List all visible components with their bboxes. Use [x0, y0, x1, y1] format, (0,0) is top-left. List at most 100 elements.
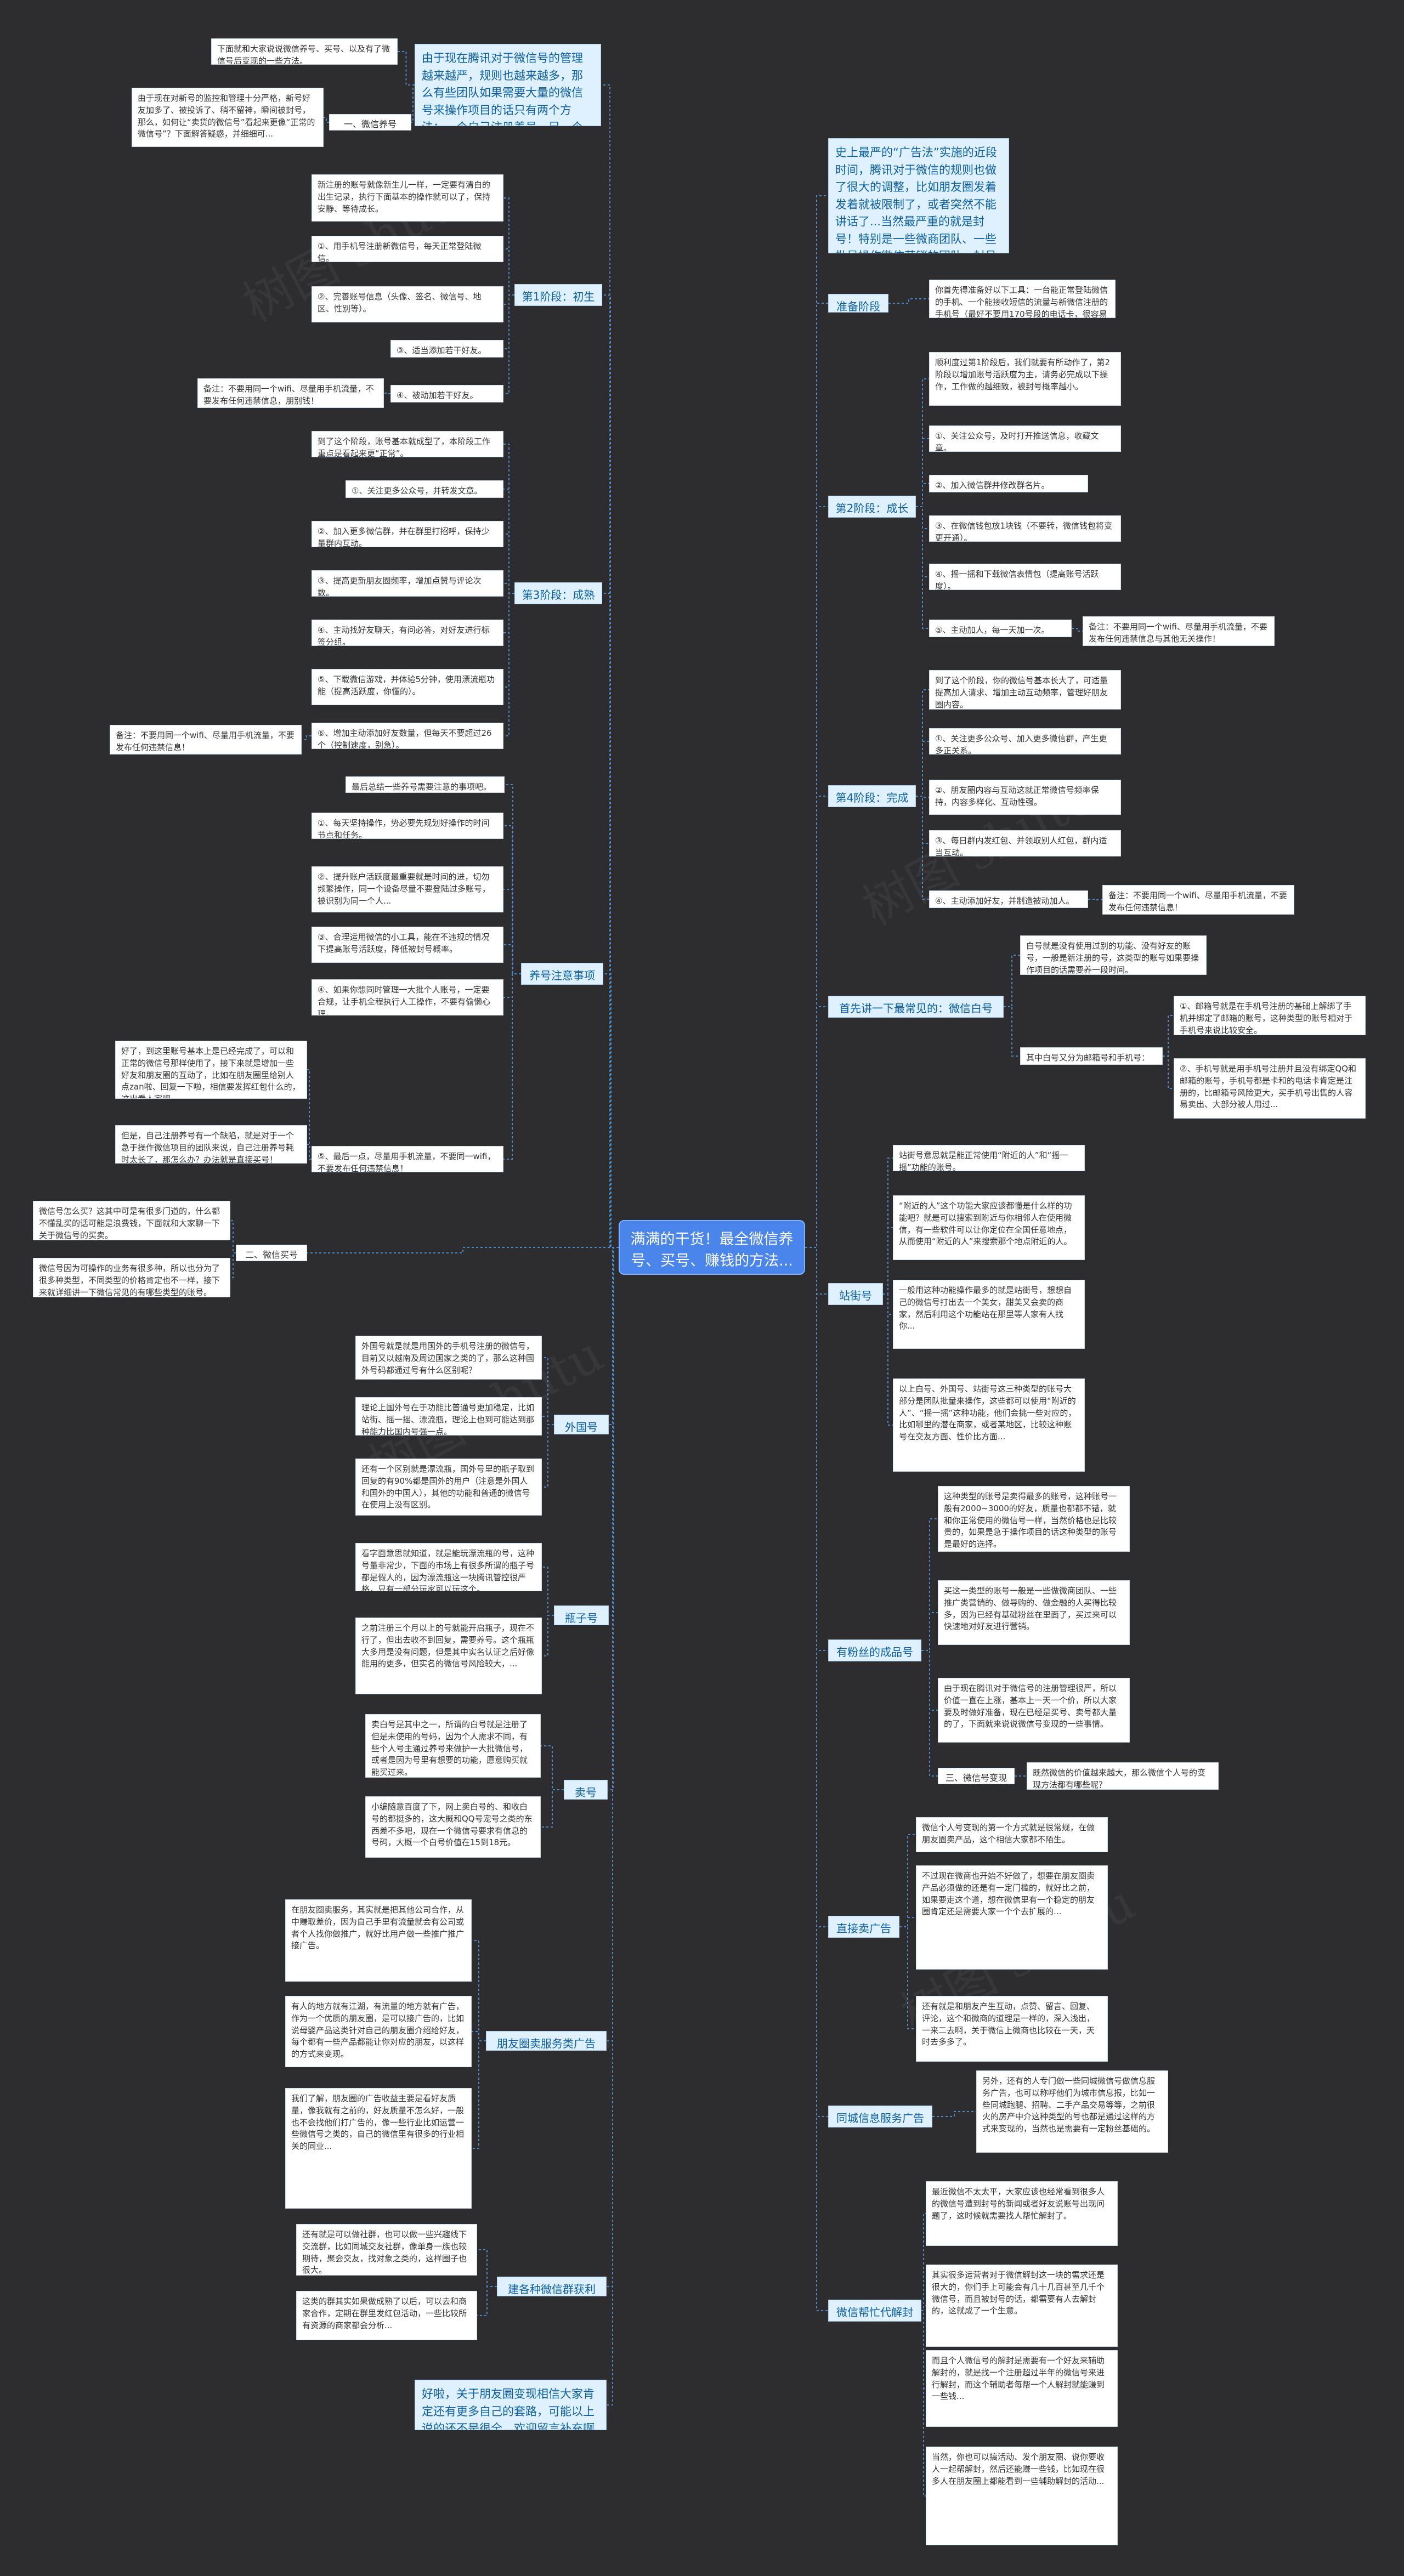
node-groups[interactable]: 建各种微信群获利 [497, 2277, 607, 2296]
node-sl-b[interactable]: 小编随意百度了下，网上卖白号的、和收白号的都挺多的，这大概和QQ号宠号之类的东西… [365, 1796, 541, 1858]
node-s2-e[interactable]: ④、摇一摇和下载微信表情包（提高账号活跃度）。 [929, 564, 1121, 590]
node-s2-note[interactable]: 备注：不要用同一个wifi、尽量用手机流量，不要发布任何违禁信息与其他无关操作！ [1083, 616, 1275, 646]
node-s3-note[interactable]: 备注：不要用同一个wifi、尽量用手机流量，不要发布任何违禁信息！ [110, 725, 302, 754]
node-foreign[interactable]: 外国号 [554, 1415, 609, 1434]
node-stage3[interactable]: 第3阶段：成熟 [514, 582, 602, 604]
node-s2-c[interactable]: ②、加入微信群并修改群名片。 [929, 475, 1088, 492]
node-st-b[interactable]: “附近的人”这个功能大家应该都懂是什么样的功能吧？就是可以搜索到附近与你相邻人在… [893, 1195, 1085, 1260]
node-b-a[interactable]: 看字面意思就知道，就是能玩漂流瓶的号，这种号量非常少，下面的市场上有很多所谓的瓶… [355, 1543, 542, 1591]
node-r-b[interactable]: ①、每天坚持操作，势必要先规划好操作的时间节点和任务。 [312, 813, 503, 839]
connector-s4-note [1088, 899, 1102, 900]
node-r-f[interactable]: ⑤、最后一点，尽量用手机流量，不要同一wifi，不要发布任何违禁信息！ [312, 1146, 503, 1172]
node-s3-a[interactable]: 到了这个阶段，账号基本就成型了，本阶段工作重点是看起来更“正常”。 [312, 431, 503, 457]
node-h-d[interactable]: 当然，你也可以搞活动、发个朋友圈、说你要收人一起帮解封，然后还能赚一些钱，比如现… [926, 2447, 1118, 2545]
node-moments[interactable]: 朋友圈卖服务类广告 [486, 2031, 607, 2051]
node-s4-note[interactable]: 备注：不要用同一个wifi、尽量用手机流量，不要发布任何违禁信息！ [1102, 885, 1294, 915]
node-m-c[interactable]: 我们了解，朋友圈的广告收益主要是看好友质量，像我就有之前的，好友质量不怎么好，一… [285, 2088, 472, 2209]
node-g-a[interactable]: 还有就是可以做社群，也可以做一些兴趣线下交流群，比如同城交友社群，像单身一族也较… [296, 2224, 477, 2276]
node-h-c[interactable]: 而且个人微信号的解封是需要有一个好友来辅助解封的，就是找一个注册超过半年的微信号… [926, 2350, 1118, 2427]
node-s3-e[interactable]: ④、主动找好友聊天，有问必答，对好友进行标签分组。 [312, 620, 503, 646]
node-r-d[interactable]: ③、合理运用微信的小工具，能在不违规的情况下提高账号活跃度，降低被封号概率。 [312, 927, 503, 963]
node-s2-d[interactable]: ③、在微信钱包放1块钱（不要转，微信钱包将变更开通）。 [929, 515, 1121, 542]
node-bottle[interactable]: 瓶子号 [554, 1605, 609, 1625]
node-fa-b[interactable]: 买这一类型的账号一般是一些做微商团队、一些推广类营销的、做导购的、做金融的人买得… [938, 1580, 1130, 1645]
node-raise[interactable]: 养号注意事项 [521, 963, 603, 985]
node-direct[interactable]: 直接卖广告 [828, 1916, 899, 1938]
connector-L-intro-note1 [398, 51, 415, 86]
node-s4-e[interactable]: ④、主动添加好友，并制造被动加人。 [929, 890, 1088, 908]
node-lo-a[interactable]: 另外，还有的人专门做一些同城微信号做信息服务广告，也可以称呼他们为城市信息报，比… [976, 2070, 1168, 2153]
node-s1-d[interactable]: ③、适当添加若干好友。 [390, 340, 503, 358]
node-s3-d[interactable]: ③、提高更新朋友圈频率，增加点赞与评论次数。 [312, 570, 503, 597]
node-r-e[interactable]: ④、如果你想同时管理一大批个人账号，一定要合规，让手机全程执行人工操作，不要有偷… [312, 979, 503, 1015]
node-fi-b[interactable]: 其中白号又分为邮箱号和手机号： [1020, 1047, 1163, 1065]
node-r-note1[interactable]: 好了，到这里账号基本上是已经完成了，可以和正常的微信号那样使用了，接下来就是增加… [115, 1041, 307, 1099]
node-s1-c[interactable]: ②、完善账号信息（头像、签名、微信号、地区、性别等）。 [312, 286, 503, 322]
node-s4-a[interactable]: 到了这个阶段，你的微信号基本长大了，可适量提高加人请求、增加主动互动频率，管理好… [929, 670, 1121, 710]
node-stage2[interactable]: 第2阶段：成长 [828, 496, 916, 518]
node-g-b[interactable]: 这类的群其实如果做成熟了以后，可以去和商家合作，定期在群里发红包活动，一些比较所… [296, 2291, 477, 2340]
node-fa-c[interactable]: 由于现在腾讯对于微信号的注册管理很严，所以价值一直在上涨，基本上一天一个价，所以… [938, 1678, 1130, 1743]
node-m-b[interactable]: 有人的地方就有江湖，有流量的地方就有广告，作为一个优质的朋友圈，是可以接广告的，… [285, 1996, 472, 2067]
node-L-intro[interactable]: 由于现在腾讯对于微信号的管理越来越严，规则也越来越多，那么有些团队如果需要大量的… [415, 44, 601, 126]
node-s3-f[interactable]: ⑤、下载微信游戏，并体验5分钟，使用漂流瓶功能（提高活跃度，你懂的）。 [312, 669, 503, 705]
node-local[interactable]: 同城信息服务广告 [828, 2106, 932, 2127]
node-s4-c[interactable]: ②、朋友圈内容与互动这就正常微信号频率保持，内容多样化、互动性强。 [929, 780, 1121, 815]
node-s2-b[interactable]: ①、关注公众号，及时打开推送信息，收藏文章。 [929, 425, 1121, 452]
node-first[interactable]: 首先讲一下最常见的：微信白号 [828, 996, 1004, 1018]
node-s1-a[interactable]: 新注册的账号就像新生儿一样，一定要有清白的出生记录，执行下面基本的操作就可以了，… [312, 174, 503, 222]
node-r-c[interactable]: ②、提升账户活跃度最重要就是时间的进，切勿频繁操作，同一个设备尽量不要登陆过多账… [312, 866, 503, 912]
node-fi-a[interactable]: 白号就是没有使用过别的功能、没有好友的账号，一般是新注册的号，这类型的账号如果要… [1020, 935, 1207, 975]
node-d-a[interactable]: 微信个人号变现的第一个方式就是很常规，在做朋友圈卖产品，这个相信大家都不陌生。 [916, 1817, 1108, 1852]
node-h-a[interactable]: 最近微信不太太平，大家应该也经常看到很多人的微信号遭到封号的新闻或者好友说账号出… [926, 2181, 1118, 2246]
node-st-c[interactable]: 一般用这种功能操作最多的就是站街号，想想自己的微信号打出去一个美女，甜美又会卖的… [893, 1280, 1085, 1349]
connector-buy-note1 [230, 1220, 236, 1253]
node-s4-b[interactable]: ①、关注更多公众号、加入更多微信群，产生更多正关系。 [929, 728, 1121, 754]
node-L-intro-note1[interactable]: 下面就和大家说说微信养号、买号、以及有了微信号后变现的一些方法。 [211, 38, 398, 65]
node-f-c[interactable]: 还有一个区别就是漂流瓶，国外号里的瓶子取到回复的有90%都是国外的用户（注意是外… [355, 1459, 542, 1516]
node-fi-b1[interactable]: ①、邮箱号就是在手机号注册的基础上解绑了手机并绑定了邮箱的账号，这种类型的账号相… [1174, 996, 1366, 1035]
node-stage1[interactable]: 第1阶段：初生 [514, 284, 602, 306]
node-s1-e[interactable]: ④、被动加若干好友。 [390, 385, 503, 402]
node-fa-d[interactable]: 三、微信号变现 [938, 1768, 1015, 1784]
node-s1-b[interactable]: ①、用手机号注册新微信号，每天正常登陆微信。 [312, 236, 503, 262]
node-st-a[interactable]: 站街号意思就是能正常使用“附近的人”和“摇一摇”功能的账号。 [893, 1145, 1085, 1171]
node-fi-b2[interactable]: ②、手机号就是用手机号注册并且没有绑定QQ和邮箱的账号，手机号都是卡和的电话卡肯… [1174, 1058, 1366, 1119]
node-prep[interactable]: 准备阶段 [828, 294, 888, 313]
node-sell[interactable]: 卖号 [564, 1780, 608, 1800]
node-h-b[interactable]: 其实很多运营者对于微信解封这一块的需求还是很大的，你们手上可能会有几十几百甚至几… [926, 2265, 1118, 2347]
node-f-b[interactable]: 理论上国外号在于功能比普通号更加稳定，比如站街、摇一摇、漂流瓶，理论上也到可能达… [355, 1397, 542, 1435]
node-fans[interactable]: 有粉丝的成品号 [828, 1639, 921, 1661]
node-prep-a[interactable]: 你首先得准备好以下工具：一台能正常登陆微信的手机、一个能接收短信的流量与新微信注… [929, 280, 1116, 318]
node-m-a[interactable]: 在朋友圈卖服务，其实就是把其他公司合作，从中赚取差价，因为自己手里有流量就会有公… [285, 1899, 472, 1982]
node-central[interactable]: 满满的干货！最全微信养号、买号、赚钱的方法... [619, 1220, 805, 1275]
node-s2-f[interactable]: ⑤、主动加人，每一天加一次。 [929, 620, 1072, 637]
connector-fi-a [1004, 955, 1020, 1007]
node-f-a[interactable]: 外国号就是就是用国外的手机号注册的微信号，目前又以越南及周边国家之类的了，那么这… [355, 1336, 542, 1380]
node-ending[interactable]: 好啦，关于朋友圈变现相信大家肯定还有更多自己的套路，可能以上说的还不是很全，欢迎… [415, 2380, 607, 2430]
node-station[interactable]: 站街号 [828, 1283, 883, 1305]
node-sl-a[interactable]: 卖白号是其中之一，所谓的白号就是注册了但是未使用的号码，因为个人需求不同，有些个… [365, 1714, 541, 1778]
node-helper[interactable]: 微信帮忙代解封 [828, 2300, 921, 2322]
node-st-d[interactable]: 以上白号、外国号、站街号这三种类型的账号大部分是团队批量来操作，这些都可以使用“… [893, 1378, 1085, 1472]
node-d-b[interactable]: 不过现在微商也开始不好做了，想要在朋友圈卖产品必须做的还是有一定门槛的，就好比之… [916, 1865, 1108, 1970]
node-buy-note2[interactable]: 微信号因为可操作的业务有很多种，所以也分为了很多种类型，不同类型的价格肯定也不一… [33, 1258, 230, 1297]
node-stage4[interactable]: 第4阶段：完成 [828, 785, 916, 807]
node-buy[interactable]: 二、微信买号 [236, 1245, 307, 1261]
node-L-intro-1[interactable]: 一、微信养号 [329, 114, 411, 130]
node-s3-c[interactable]: ②、加入更多微信群，并在群里打招呼，保持少量群内互动。 [312, 521, 503, 547]
node-s3-g[interactable]: ⑥、增加主动添加好友数量，但每天不要超过26个（控制速度，别急）。 [312, 723, 503, 749]
node-s3-b[interactable]: ①、关注更多公众号，并转发文章。 [346, 480, 503, 498]
node-s4-d[interactable]: ③、每日群内发红包、并领取别人红包，群内适当互动。 [929, 830, 1121, 856]
node-R-intro[interactable]: 史上最严的“广告法”实施的近段时间，腾讯对于微信的规则也做了很大的调整，比如朋友… [828, 138, 1009, 253]
node-s1-note[interactable]: 备注：不要用同一个wifi、尽量用手机流量，不要发布任何违禁信息，朋别钱！ [197, 378, 384, 408]
node-fa-a[interactable]: 这种类型的账号是卖得最多的账号，这种账号一般有2000~3000的好友，质量也都… [938, 1486, 1130, 1552]
node-s2-a[interactable]: 顺利度过第1阶段后，我们就要有所动作了，第2阶段以增加账号活跃度为主，请务必完成… [929, 352, 1121, 406]
node-r-a[interactable]: 最后总结一些养号需要注意的事项吧。 [346, 776, 505, 793]
node-d-c[interactable]: 还有就是和朋友产生互动，点赞、留言、回复、评论，这个和微商的道理是一样的，深入浅… [916, 1996, 1108, 2062]
node-b-b[interactable]: 之前注册三个月以上的号就能开启瓶子，现在不行了，但出去收不到回复，需要养号。这个… [355, 1618, 542, 1694]
node-fa-d-note[interactable]: 既然微信的价值越来越大，那么微信个人号的变现方法都有哪些呢？ [1027, 1762, 1219, 1790]
node-buy-note1[interactable]: 微信号怎么买？这其中可是有很多门道的，什么都不懂乱买的话可能是浪费钱，下面就和大… [33, 1201, 230, 1240]
node-L-intro-1-note[interactable]: 由于现在对新号的监控和管理十分严格，新号好友加多了、被投诉了、稍不留神，瞬间被封… [132, 88, 324, 147]
node-r-note2[interactable]: 但是，自己注册养号有一个缺陷，就是对于一个急于操作微信项目的团队来说，自己注册养… [115, 1125, 307, 1164]
